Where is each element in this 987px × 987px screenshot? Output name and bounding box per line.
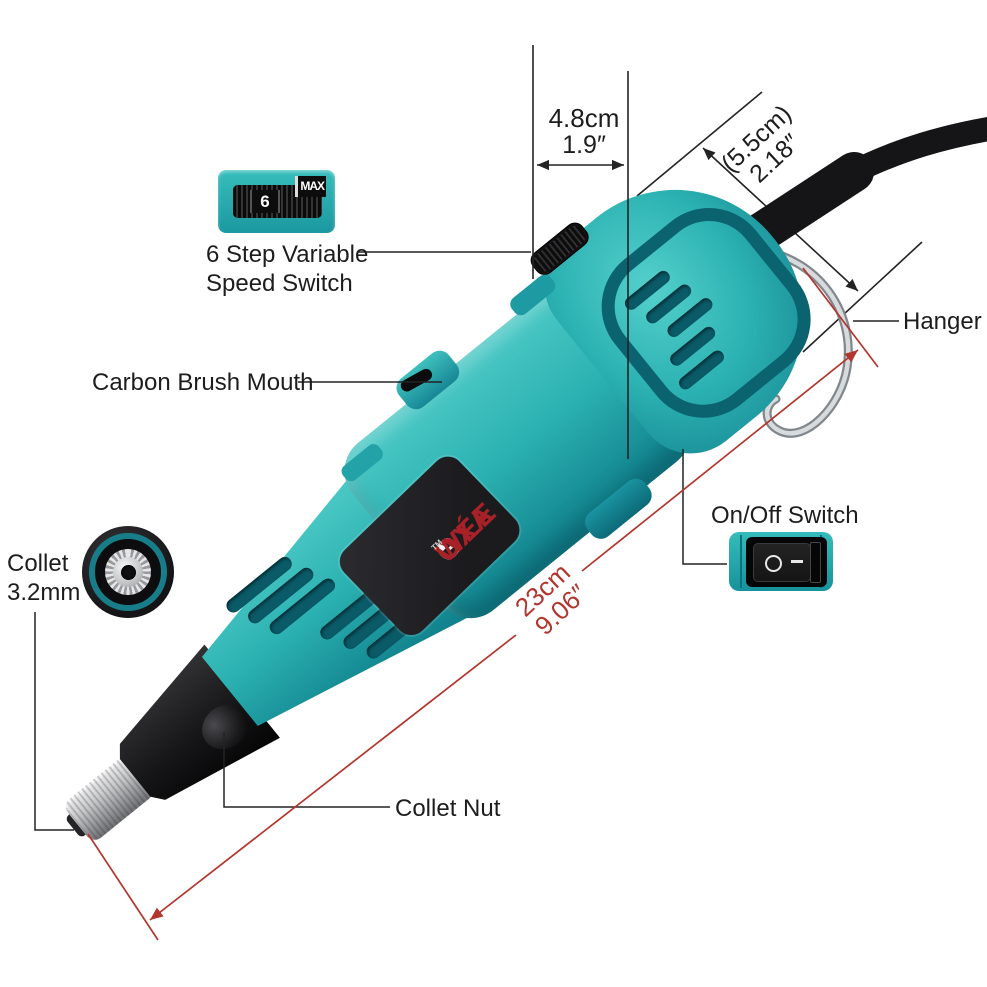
dimension-width-text: 4.8cm 1.9″: [529, 105, 639, 159]
cable: [834, 117, 987, 188]
collet-label-line2: 3.2mm: [7, 579, 81, 606]
speed-switch-label-line1: 6 Step Variable: [206, 241, 369, 268]
collet-label-line1: Collet: [7, 550, 69, 577]
off-symbol: O: [765, 555, 782, 572]
width-metric: 4.8cm: [548, 103, 620, 133]
speed-switch-inset: 6 MAX: [218, 170, 335, 233]
hanger-label: Hanger: [903, 308, 982, 335]
collet-knurled-ring: [105, 549, 151, 595]
collet-hole: [120, 564, 136, 580]
groove: [740, 535, 742, 588]
width-imperial: 1.9″: [562, 131, 606, 159]
rocker-bezel: O −: [746, 537, 827, 587]
collet-nut-label: Collet Nut: [395, 795, 501, 822]
speed-dial-max: MAX: [295, 176, 326, 197]
carbon-brush-slot: [398, 366, 435, 394]
on-off-switch-inset: O −: [729, 532, 833, 591]
rocker-switch: O −: [753, 543, 811, 582]
on-off-label: On/Off Switch: [711, 502, 859, 529]
collet-metal-nut: [113, 557, 143, 587]
collet-teal-ring: [89, 533, 167, 611]
carbon-brush-label: Carbon Brush Mouth: [92, 369, 314, 396]
rocker-edge: [810, 542, 821, 583]
speed-switch-label: 6 Step Variable Speed Switch: [206, 240, 368, 298]
collet-inset: [82, 526, 174, 618]
speed-dial-value: 6: [250, 190, 280, 213]
on-symbol: −: [791, 560, 803, 563]
collet-label: Collet 3.2mm: [7, 549, 80, 607]
speed-switch-label-line2: Speed Switch: [206, 270, 353, 297]
